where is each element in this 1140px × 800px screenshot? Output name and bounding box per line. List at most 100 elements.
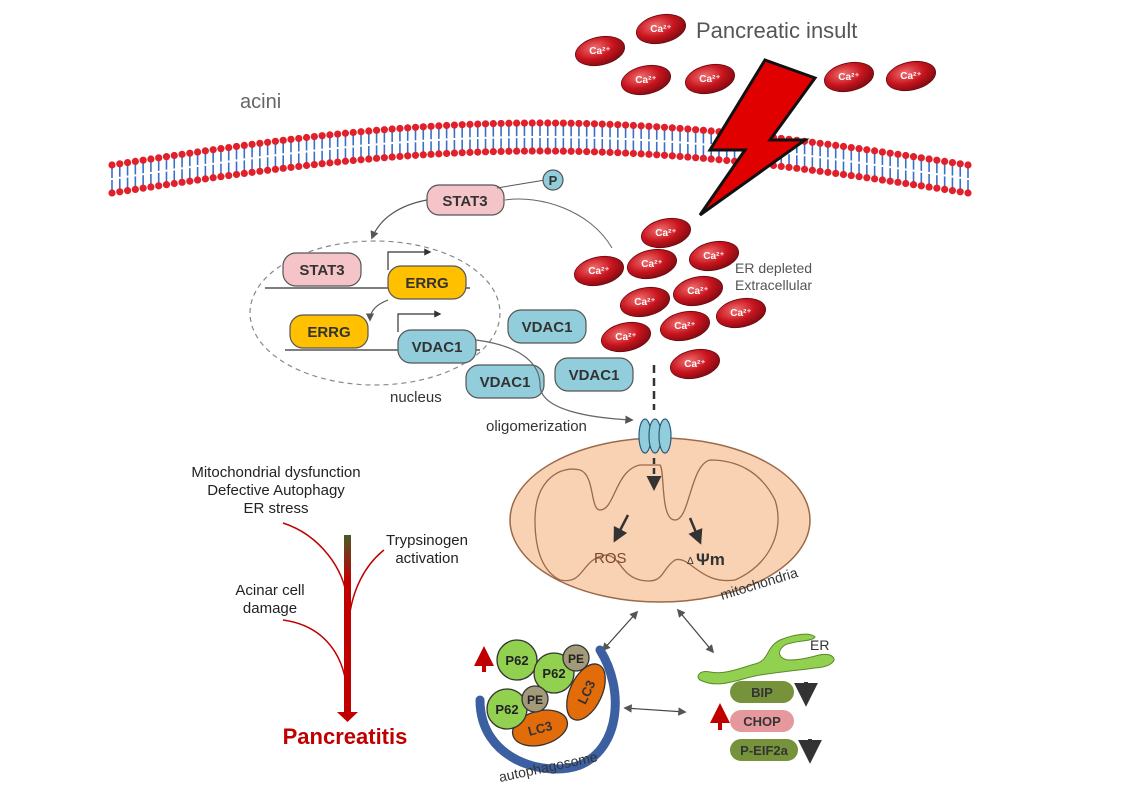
calcium-ion-label: Ca²⁺ [838,72,859,83]
vdac1-gene-box [397,329,477,364]
calcium-ion-icon [640,217,692,249]
peif2a-label: P-EIF2a [740,743,788,758]
oligomerization-label: oligomerization [486,418,587,435]
stat3-nuc-label: STAT3 [299,262,344,279]
ros-arrow [613,514,630,543]
bip-box [730,681,794,703]
calcium-ion-icon [885,60,937,92]
lc3-a [566,663,606,721]
pancreatic-insult-label: Pancreatic insult [696,18,857,43]
calcium-ion-label: Ca²⁺ [687,286,708,297]
activation-label: activation [395,550,458,567]
trypsinogen-label: Trypsinogen [386,532,468,549]
mitochondrial-cristae [534,459,779,582]
calcium-ion-icon [635,13,687,45]
vdac1-protein-a-label: VDAC1 [522,319,573,336]
calcium-ion-icon [600,321,652,353]
vdac1-protein-b [554,357,634,392]
oligomerization-arrow [475,339,634,424]
calcium-ion-label: Ca²⁺ [703,251,724,262]
bip-label: BIP [751,685,773,700]
er-membrane-shape [697,633,835,685]
p62-c-label: P62 [495,702,518,717]
pancreatitis-label: Pancreatitis [283,724,408,749]
lightning-bolt-icon [698,58,818,217]
calcium-ion-icon [573,255,625,287]
branch-left-curve [282,619,348,691]
vdac1-protein-c-label: VDAC1 [480,374,531,391]
stat3-translocation-arrow [370,199,428,240]
calcium-ion-icon [626,248,678,280]
vdac1-protein-a [507,309,587,344]
stat3-nuc-box [282,252,362,287]
psi-label: Ψm [696,550,725,569]
nucleus-label: nucleus [390,389,442,406]
psi-delta-label: Δ [687,556,694,567]
er-stress-label: ER stress [243,500,308,517]
vdac1-protein-b-label: VDAC1 [569,367,620,384]
calcium-ion-icon [574,35,626,67]
errg-tf-label: ERRG [307,324,350,341]
acinar-cell-label: Acinar cell [235,582,304,599]
vdac1-promoter-arrow [397,310,442,332]
calcium-ion-label: Ca²⁺ [589,46,610,57]
calcium-ion-label: Ca²⁺ [674,321,695,332]
extracellular-label: Extracellular [735,277,812,293]
cell-membrane [108,119,972,197]
calcium-ion-label: Ca²⁺ [684,359,705,370]
vdac1-gene-label: VDAC1 [412,339,463,356]
calcium-ion-icon [715,297,767,329]
calcium-ion-label: Ca²⁺ [650,24,671,35]
calcium-ion-label: Ca²⁺ [655,228,676,239]
autophagosome-er-link [623,704,687,716]
calcium-ion-icon [823,61,875,93]
mito-autophagosome-link [601,610,639,652]
calcium-ion-label: Ca²⁺ [635,75,656,86]
errg-tf-box [289,314,369,349]
errg-gene-label: ERRG [405,275,448,292]
calcium-ion-icon [620,64,672,96]
calcium-ion-icon [688,240,740,272]
calcium-ion-label: Ca²⁺ [634,297,655,308]
ros-label: ROS [594,550,627,567]
pe-b [521,685,549,713]
calcium-ion-icon [669,348,721,380]
p62-a [496,639,538,681]
p62-b-label: P62 [542,666,565,681]
branch-right-curve [348,549,385,621]
phospho-group-icon [542,169,564,191]
pe-a [562,644,590,672]
calcium-ion-icon [619,286,671,318]
er-depleted-label: ER depleted [735,260,812,276]
pe-a-label: PE [568,652,584,666]
mito-er-link [676,608,715,654]
peif2a-box [730,739,798,761]
mitochondrion [509,437,811,603]
defective-autophagy-label: Defective Autophagy [207,482,345,499]
pathway-arrowhead [337,712,358,722]
vdac1-oligomer-channel-icon [638,418,672,454]
stat3-cyto-label: STAT3 [442,193,487,210]
calcium-to-stat3-link [504,198,613,249]
autophagosome-membrane [475,645,620,774]
calcium-ion-icon [659,310,711,342]
calcium-ion-label: Ca²⁺ [588,266,609,277]
pathway-trunk [344,535,351,715]
mito-dysfunction-label: Mitochondrial dysfunction [191,464,360,481]
psi-arrow [688,517,703,545]
phospho-label: P [549,173,558,188]
errg-expression-arrow [365,299,389,322]
calcium-ion-icon [672,275,724,307]
chop-box [730,710,794,732]
calcium-ion-label: Ca²⁺ [615,332,636,343]
damage-label: damage [243,600,297,617]
lc3-b-label: LC3 [526,718,554,739]
p62-a-label: P62 [505,653,528,668]
calcium-ion-label: Ca²⁺ [730,308,751,319]
pe-b-label: PE [527,693,543,707]
calcium-ion-label: Ca²⁺ [641,259,662,270]
er-label: ER [810,637,829,653]
acini-label: acini [240,91,281,113]
chop-label: CHOP [743,714,781,729]
